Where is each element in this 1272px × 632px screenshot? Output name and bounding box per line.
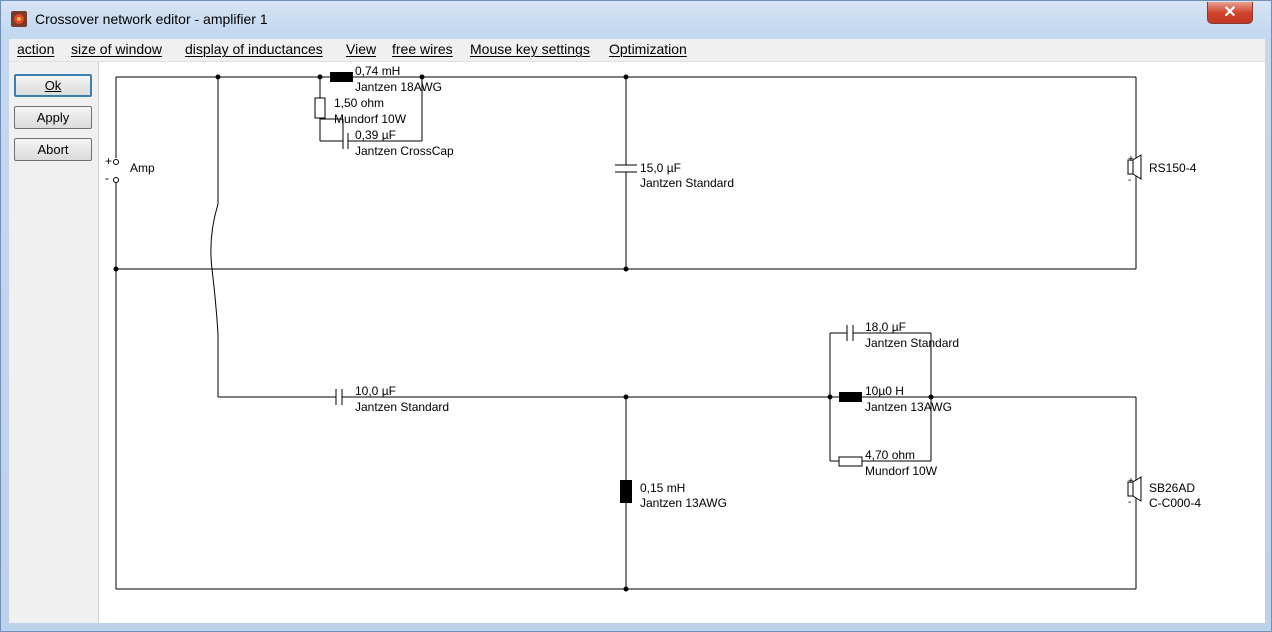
lower-series-cap-type: Jantzen Standard: [355, 400, 449, 414]
menu-optimization[interactable]: Optimization: [609, 41, 687, 57]
junction-dots: [113, 74, 934, 592]
menu-action[interactable]: action: [17, 41, 55, 57]
schematic-svg: + - Amp 0,74 mH Jantzen 18AWG 1,50 ohm M…: [105, 64, 1201, 592]
apply-button[interactable]: Apply: [14, 106, 92, 129]
upper-shunt-cap-icon[interactable]: [615, 164, 637, 173]
app-icon: [11, 11, 27, 27]
menu-display-of-inductances[interactable]: display of inductances: [185, 41, 323, 57]
abort-button[interactable]: Abort: [14, 138, 92, 161]
menu-bar: action size of window display of inducta…: [9, 39, 1265, 62]
lower-shunt-inductor-icon[interactable]: [620, 480, 632, 503]
menu-free-wires[interactable]: free wires: [392, 41, 453, 57]
lower-parallel-cap-icon[interactable]: [846, 325, 854, 341]
tweeter-speaker-icon[interactable]: [1127, 154, 1142, 180]
lower-series-inductor-value: 10µ0 H: [865, 384, 904, 398]
lower-series-cap-value: 10,0 µF: [355, 384, 396, 398]
lower-resistor-value: 4,70 ohm: [865, 448, 915, 462]
close-button[interactable]: ✕: [1207, 2, 1253, 24]
woofer-plus-sign: +: [1128, 476, 1134, 487]
upper-resistor-value: 1,50 ohm: [334, 96, 384, 110]
crossing-wire: [210, 77, 219, 397]
lower-shunt-inductor-type: Jantzen 13AWG: [640, 496, 727, 510]
tweeter-minus-sign: -: [1128, 175, 1131, 186]
upper-series-cap-icon[interactable]: [342, 133, 349, 149]
lower-parallel-cap-type: Jantzen Standard: [865, 336, 959, 350]
upper-inductor-type: Jantzen 18AWG: [355, 80, 442, 94]
ok-button[interactable]: Ok: [14, 74, 92, 97]
tweeter-plus-sign: +: [1128, 154, 1134, 165]
lower-resistor-type: Mundorf 10W: [865, 464, 938, 478]
upper-shunt-cap-type: Jantzen Standard: [640, 176, 734, 190]
upper-resistor-type: Mundorf 10W: [334, 112, 407, 126]
woofer-name: SB26AD: [1149, 481, 1195, 495]
close-icon: ✕: [1223, 4, 1237, 21]
lower-shunt-inductor-value: 0,15 mH: [640, 481, 685, 495]
woofer-minus-sign: -: [1128, 497, 1131, 508]
upper-series-cap-value: 0,39 µF: [355, 128, 396, 142]
upper-shunt-cap-value: 15,0 µF: [640, 161, 681, 175]
apply-button-label: Apply: [36, 110, 70, 125]
tweeter-name: RS150-4: [1149, 161, 1197, 175]
button-panel: Ok Apply Abort: [9, 62, 99, 623]
amp-terminal-icon[interactable]: [113, 159, 119, 183]
menu-mouse-key-settings[interactable]: Mouse key settings: [470, 41, 590, 57]
menu-size-of-window[interactable]: size of window: [71, 41, 163, 57]
abort-button-label: Abort: [37, 142, 69, 157]
title-bar[interactable]: Crossover network editor - amplifier 1 ✕: [1, 1, 1271, 37]
upper-inductor-value: 0,74 mH: [355, 64, 400, 78]
upper-series-cap-type: Jantzen CrossCap: [355, 144, 454, 158]
lower-series-cap-icon[interactable]: [335, 389, 343, 405]
window-title: Crossover network editor - amplifier 1: [35, 11, 268, 27]
woofer-model: C-C000-4: [1149, 496, 1201, 510]
woofer-speaker-icon[interactable]: [1127, 476, 1142, 502]
lower-parallel-cap-value: 18,0 µF: [865, 320, 906, 334]
amp-label: Amp: [130, 161, 155, 175]
amp-minus-sign: -: [105, 171, 109, 185]
lower-resistor-icon[interactable]: [838, 456, 863, 467]
lower-series-inductor-icon[interactable]: [839, 392, 862, 402]
amp-plus-sign: +: [105, 154, 112, 168]
menu-view[interactable]: View: [346, 41, 377, 57]
upper-inductor-icon[interactable]: [330, 72, 353, 82]
lower-series-inductor-type: Jantzen 13AWG: [865, 400, 952, 414]
schematic-canvas[interactable]: + - Amp 0,74 mH Jantzen 18AWG 1,50 ohm M…: [99, 62, 1265, 623]
ok-button-label: Ok: [44, 78, 62, 93]
upper-resistor-icon[interactable]: [314, 97, 326, 119]
